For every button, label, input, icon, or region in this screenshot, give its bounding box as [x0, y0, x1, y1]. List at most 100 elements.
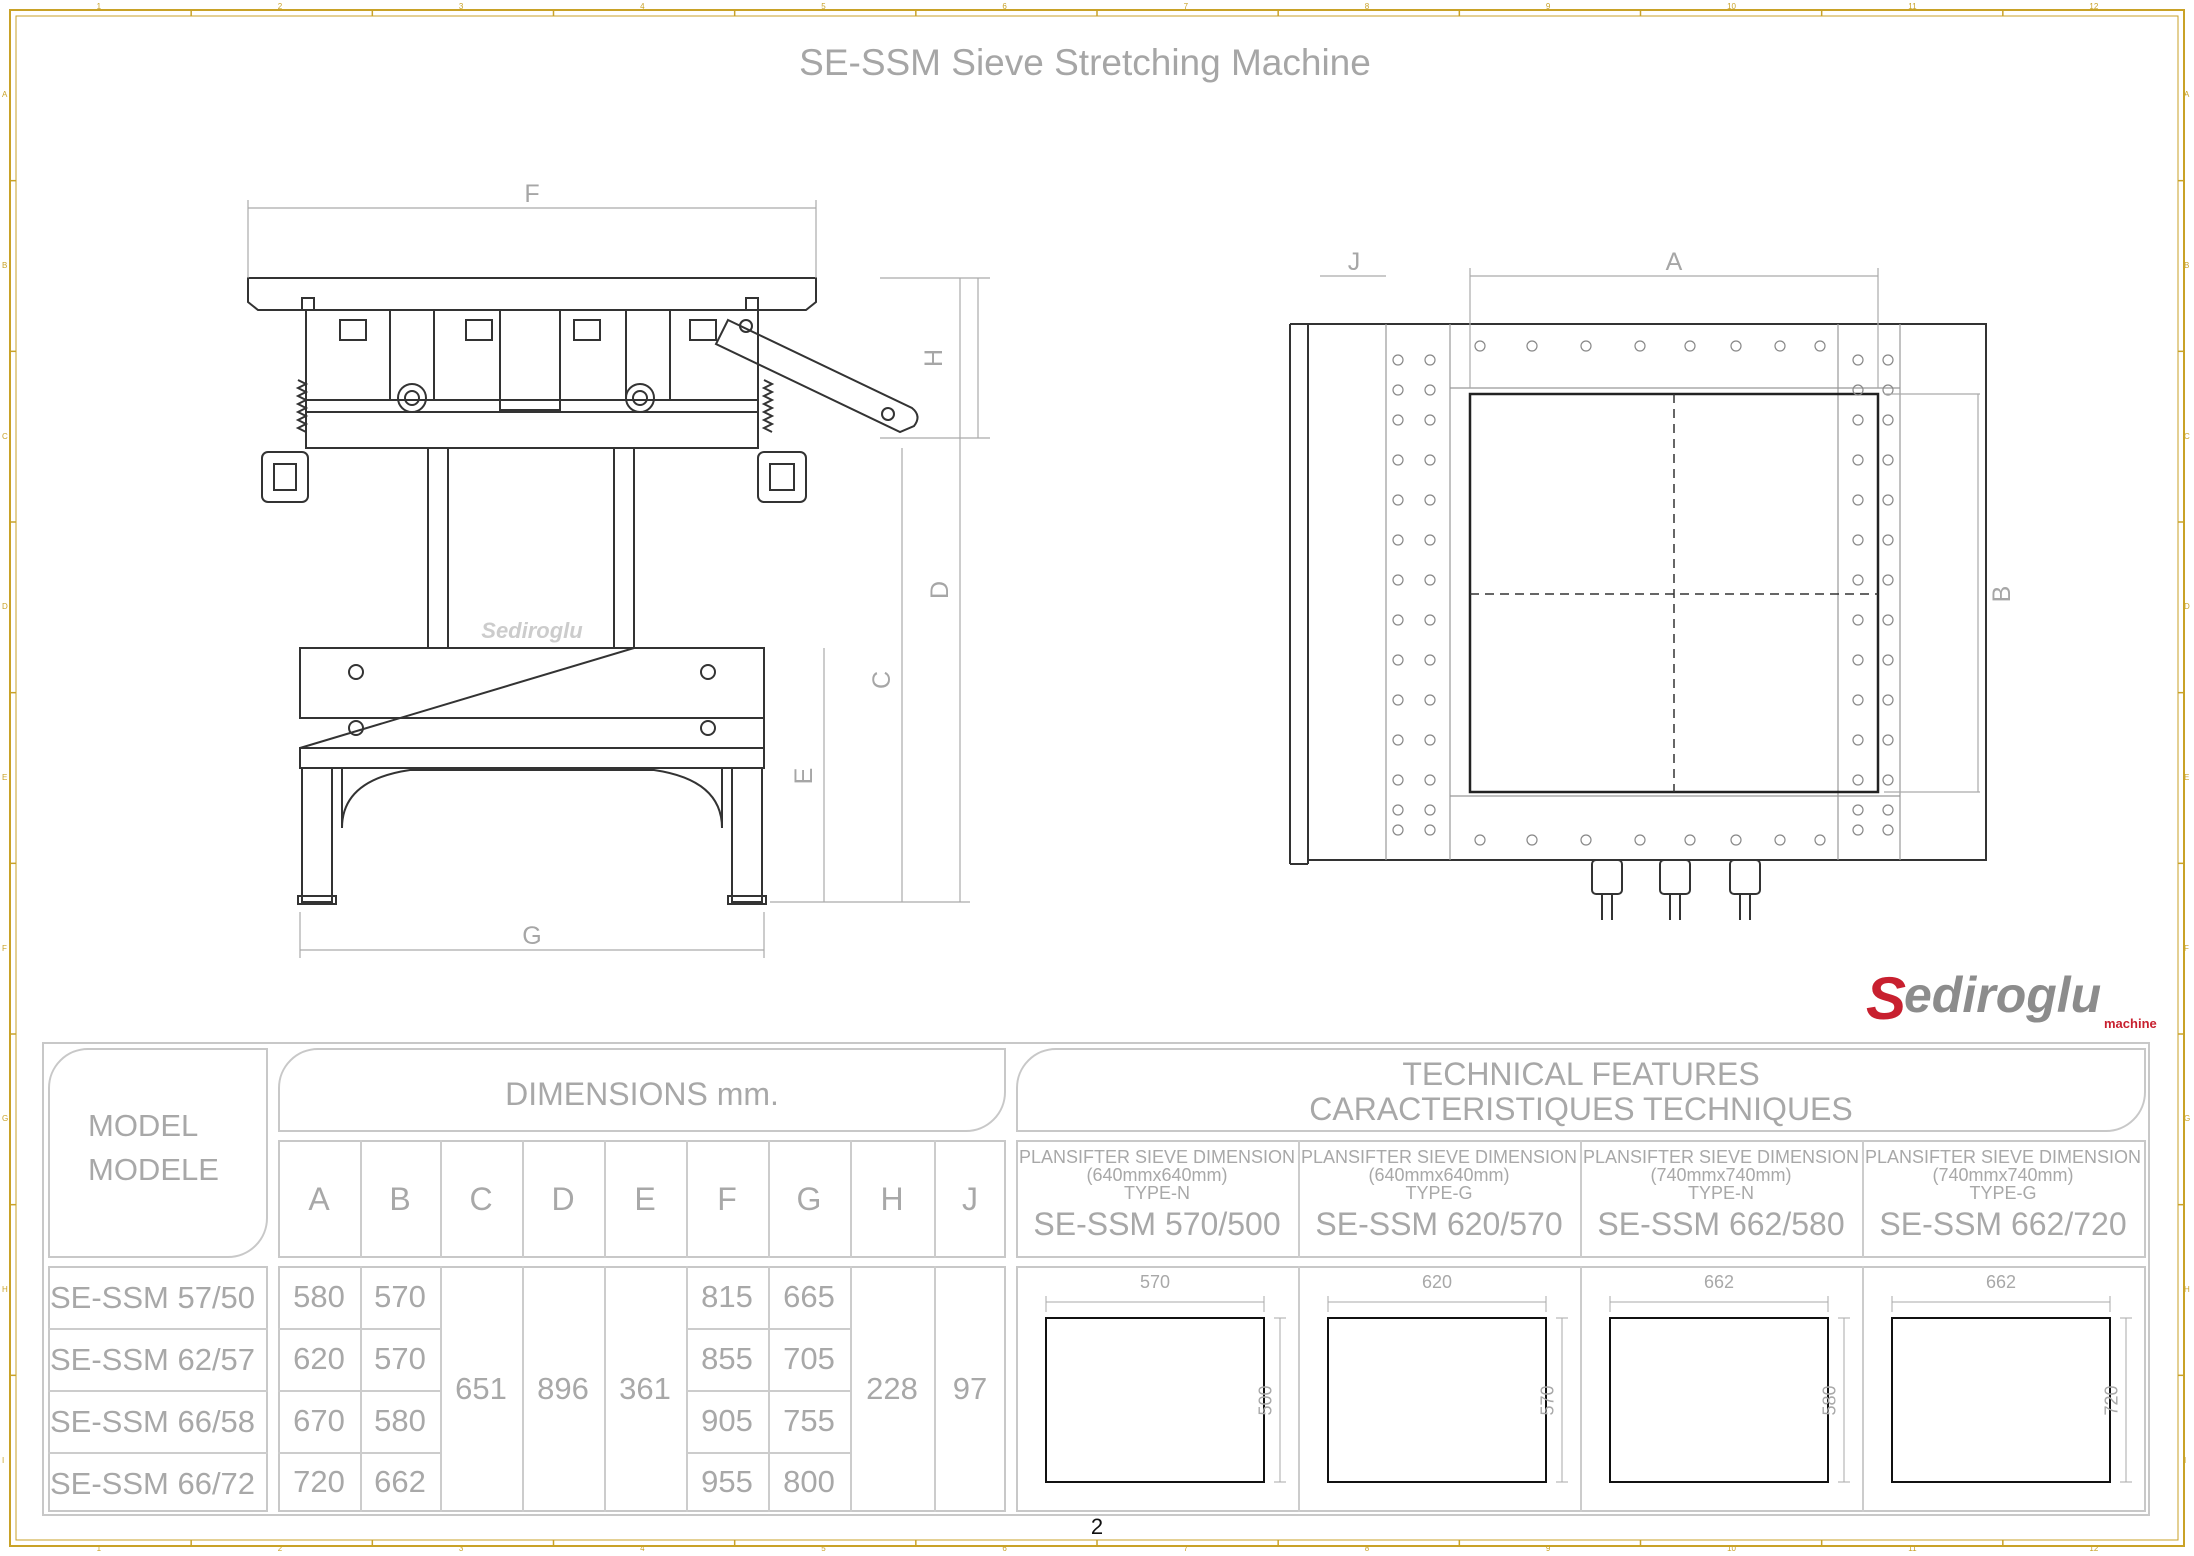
frame-column-label-bottom: 8 [1364, 1544, 1370, 1553]
bolt-hole [1634, 834, 1646, 846]
column-divider [768, 1266, 770, 1512]
bolt-hole [1852, 774, 1864, 786]
bolt-hole [1580, 834, 1592, 846]
bolt-hole [1424, 574, 1436, 586]
dimension-column-f: F [717, 1180, 737, 1217]
row-divider [686, 1452, 850, 1454]
technical-header-fr: CARACTERISTIQUES TECHNIQUES [1309, 1091, 1853, 1127]
dimension-value-c: 651 [455, 1371, 507, 1406]
frame-row-label-left: F [2, 943, 7, 953]
bolt-hole [1730, 834, 1742, 846]
dimension-column-d: D [551, 1180, 575, 1217]
bolt-hole [1392, 614, 1404, 626]
bolt-hole [1882, 574, 1894, 586]
frame-row-label-right: E [2184, 773, 2190, 782]
row-divider [48, 1452, 268, 1454]
sieve-dimension-line [1045, 1296, 1286, 1483]
technical-feature-header: PLANSIFTER SIEVE DIMENSION(640mmx640mm)T… [1017, 1148, 1297, 1244]
brand-mark-front-view: Sediroglu [481, 618, 583, 643]
frame-row-label-left: B [2, 261, 8, 270]
technical-feature-header: PLANSIFTER SIEVE DIMENSION(740mmx740mm)T… [1581, 1148, 1861, 1244]
column-divider [1580, 1266, 1582, 1512]
bolt-hole [1852, 574, 1864, 586]
bolt-hole [1474, 834, 1486, 846]
column-divider [850, 1140, 852, 1258]
feature-description: PLANSIFTER SIEVE DIMENSION [1582, 1147, 1860, 1167]
model-header-fr: MODELE [88, 1152, 219, 1187]
technical-feature-header: PLANSIFTER SIEVE DIMENSION(640mmx640mm)T… [1299, 1148, 1579, 1244]
bolt-hole [1852, 614, 1864, 626]
sieve-width-label: 662 [1985, 1272, 2017, 1292]
bolt-hole [1424, 354, 1436, 366]
bolt-hole [1774, 340, 1786, 352]
sieve-outline [1891, 1296, 2132, 1483]
bolt-hole [1424, 694, 1436, 706]
dimension-label-f: F [524, 180, 539, 208]
frame-column-label-bottom: 4 [640, 1544, 645, 1553]
column-divider [360, 1266, 362, 1512]
dimension-column-a: A [308, 1180, 330, 1217]
dimension-value-g: 800 [783, 1464, 835, 1499]
dimension-label-g: G [522, 922, 541, 950]
frame-row-label-left: A [2, 90, 8, 100]
frame-column-label-bottom: 2 [277, 1544, 283, 1553]
dimension-value-g: 665 [783, 1279, 835, 1314]
bolt-hole [1882, 804, 1894, 816]
technical-feature-header: PLANSIFTER SIEVE DIMENSION(740mmx740mm)T… [1863, 1148, 2143, 1244]
bolt-hole [1424, 774, 1436, 786]
dimension-value-a: 580 [293, 1279, 345, 1314]
sieve-frame [1609, 1317, 1829, 1483]
feature-model-name: SE-SSM 620/570 [1315, 1206, 1563, 1242]
bolt-hole [1852, 384, 1864, 396]
row-divider [278, 1452, 440, 1454]
dimension-value-b: 662 [374, 1464, 426, 1499]
dimension-column-e: E [634, 1180, 656, 1217]
bolt-hole [1852, 734, 1864, 746]
bolt-hole [1392, 694, 1404, 706]
column-divider [686, 1266, 688, 1512]
bolt-hole [1852, 534, 1864, 546]
column-divider [850, 1266, 852, 1512]
model-name: SE-SSM 66/58 [50, 1404, 256, 1439]
dimension-value-a: 670 [293, 1403, 345, 1438]
feature-description: TYPE-N [1123, 1183, 1190, 1203]
dimension-value-f: 905 [701, 1403, 753, 1438]
feature-model-name: SE-SSM 662/580 [1597, 1206, 1845, 1242]
feature-description: (640mmx640mm) [1368, 1165, 1510, 1185]
model-name: SE-SSM 62/57 [50, 1342, 256, 1377]
column-divider [604, 1266, 606, 1512]
frame-column-label-bottom: 7 [1183, 1544, 1189, 1553]
frame-column-label-bottom: 11 [1908, 1544, 1917, 1553]
sieve-dimension-line [1327, 1296, 1568, 1483]
sieve-height-label: 580 [1819, 1385, 1840, 1416]
bolt-hole [1392, 384, 1404, 396]
column-divider [522, 1140, 524, 1258]
bolt-hole [1684, 834, 1696, 846]
frame-column-label-bottom: 5 [821, 1544, 826, 1553]
frame-row-label-right: G [2184, 1114, 2191, 1124]
dimension-label-h: H [920, 349, 948, 367]
dimension-value-g: 705 [783, 1341, 835, 1376]
bolt-hole [1392, 354, 1404, 366]
logo-subtitle: machine [2104, 1016, 2157, 1031]
bolt-hole [1882, 384, 1894, 396]
column-divider [522, 1266, 524, 1512]
dimension-label-a: A [1666, 248, 1683, 276]
row-divider [686, 1390, 850, 1392]
model-header-en: MODEL [88, 1108, 199, 1143]
column-divider [1298, 1140, 1300, 1258]
frame-row-label-right: B [2184, 261, 2190, 270]
bolt-hole [1814, 340, 1826, 352]
sieve-frame [1045, 1317, 1265, 1483]
frame-column-label-top: 6 [1002, 2, 1007, 11]
bolt-hole [1424, 384, 1436, 396]
frame-row-label-left: C [2, 431, 8, 441]
frame-row-label-left: G [2, 1114, 9, 1124]
frame-column-label-top: 2 [277, 2, 283, 11]
frame-row-label-left: D [2, 602, 8, 612]
bolt-hole [1882, 694, 1894, 706]
bolt-hole [1882, 494, 1894, 506]
bolt-hole [1424, 654, 1436, 666]
